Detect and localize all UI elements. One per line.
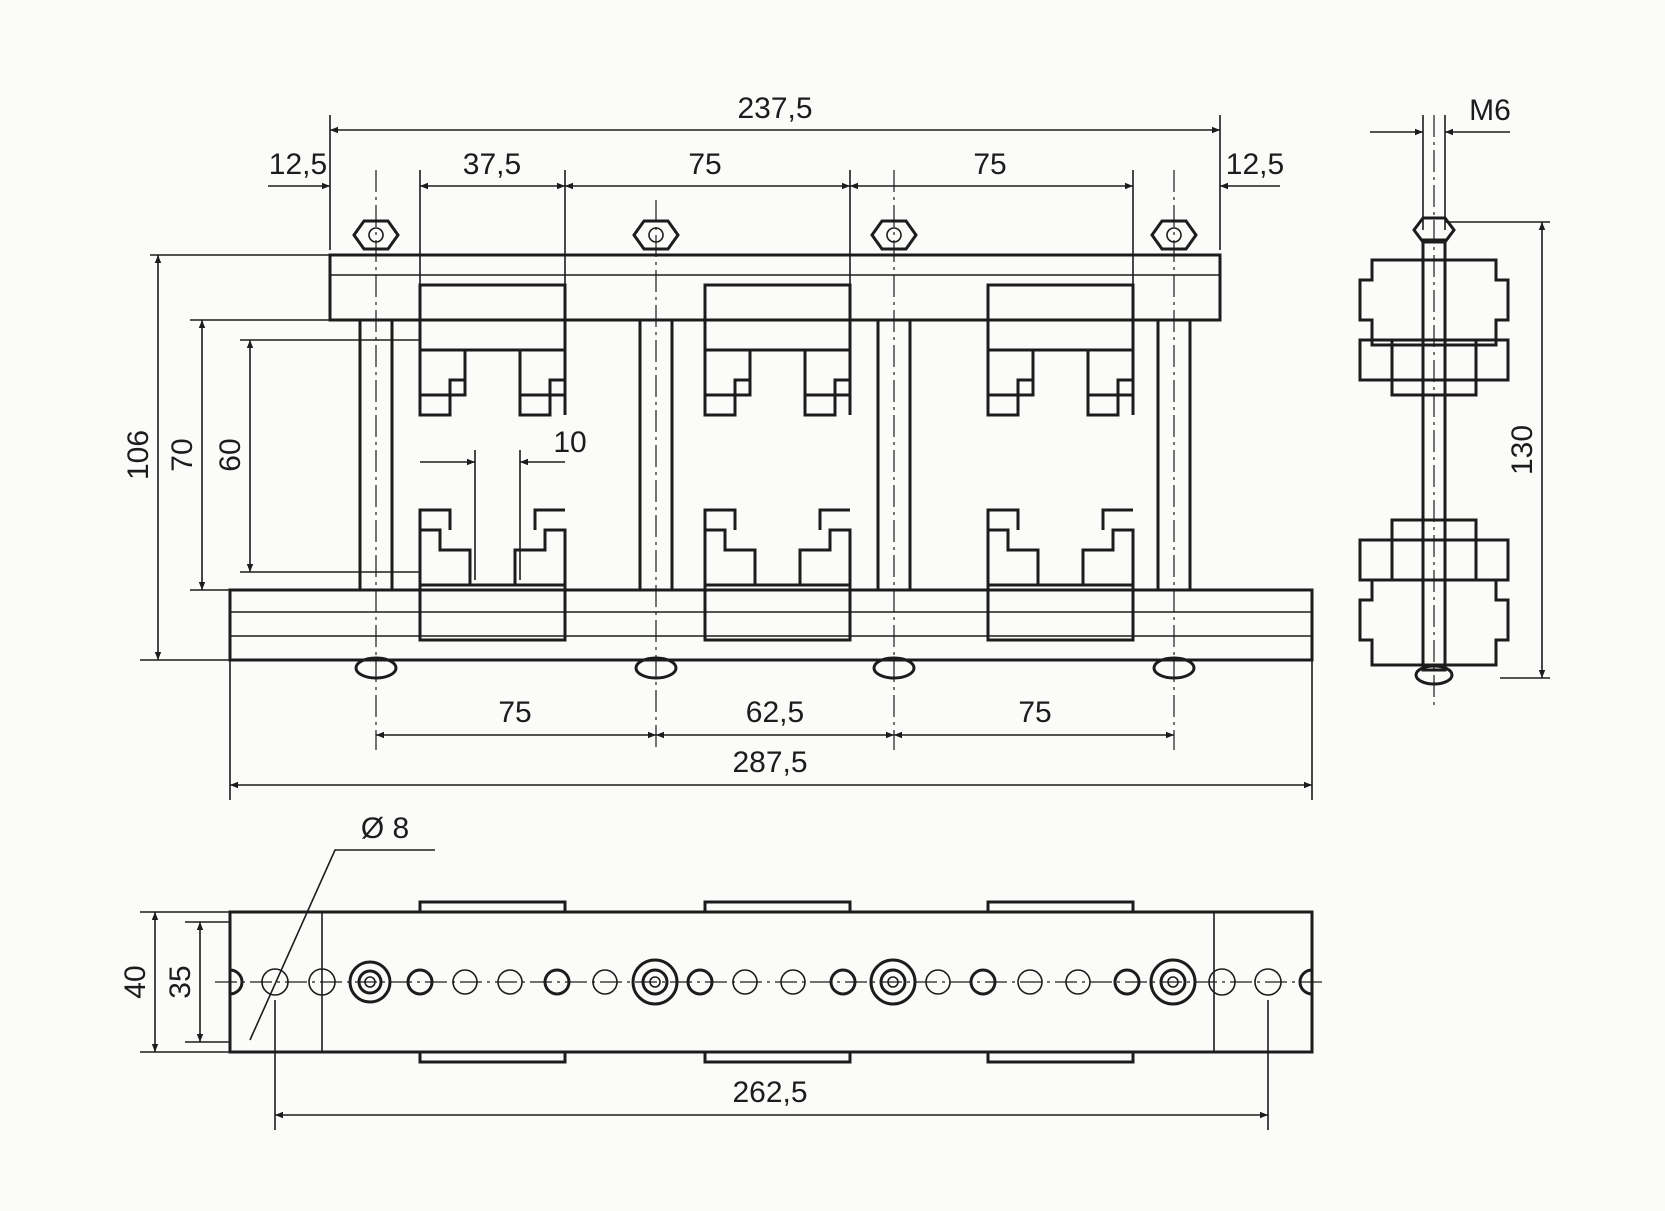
dimension-labels: 237,5 12,5 37,5 75 75 12,5 M6 106 70 60 … <box>119 92 1539 1109</box>
dim-slot-width: 10 <box>553 426 586 459</box>
dim-plan-height-40: 40 <box>119 965 152 998</box>
top-nuts <box>352 219 1198 251</box>
posts <box>358 318 1192 592</box>
front-view <box>228 170 1314 750</box>
dim-side-height: 130 <box>1506 425 1539 475</box>
plan-holes <box>261 958 1282 1006</box>
plan-view <box>140 849 1325 1130</box>
top-rail <box>328 253 1222 322</box>
dim-overall-top: 237,5 <box>737 92 812 125</box>
lower-clamps <box>418 508 1135 642</box>
dim-bottom-a: 75 <box>498 696 531 729</box>
dim-hole-diameter: Ø 8 <box>361 812 409 845</box>
dimension-lines <box>154 126 1312 789</box>
dim-height-total: 106 <box>122 430 155 480</box>
dim-overall-bottom: 287,5 <box>732 746 807 779</box>
dim-left-margin: 12,5 <box>269 148 327 181</box>
dim-bottom-c: 75 <box>1018 696 1051 729</box>
extension-lines <box>140 115 1313 800</box>
dim-spacing-a: 75 <box>688 148 721 181</box>
dim-right-margin: 12,5 <box>1226 148 1284 181</box>
side-view <box>1358 115 1550 705</box>
dim-bottom-b: 62,5 <box>746 696 804 729</box>
front-centerlines <box>375 170 1175 750</box>
dim-plan-height-35: 35 <box>164 965 197 998</box>
dim-height-60: 60 <box>214 438 247 471</box>
dim-plan-length: 262,5 <box>732 1076 807 1109</box>
dim-thread: M6 <box>1469 94 1511 127</box>
upper-clamps <box>418 283 1135 417</box>
dim-first-spacing: 37,5 <box>463 148 521 181</box>
bottom-rail <box>228 588 1314 662</box>
dim-height-70: 70 <box>166 438 199 471</box>
dim-spacing-b: 75 <box>973 148 1006 181</box>
